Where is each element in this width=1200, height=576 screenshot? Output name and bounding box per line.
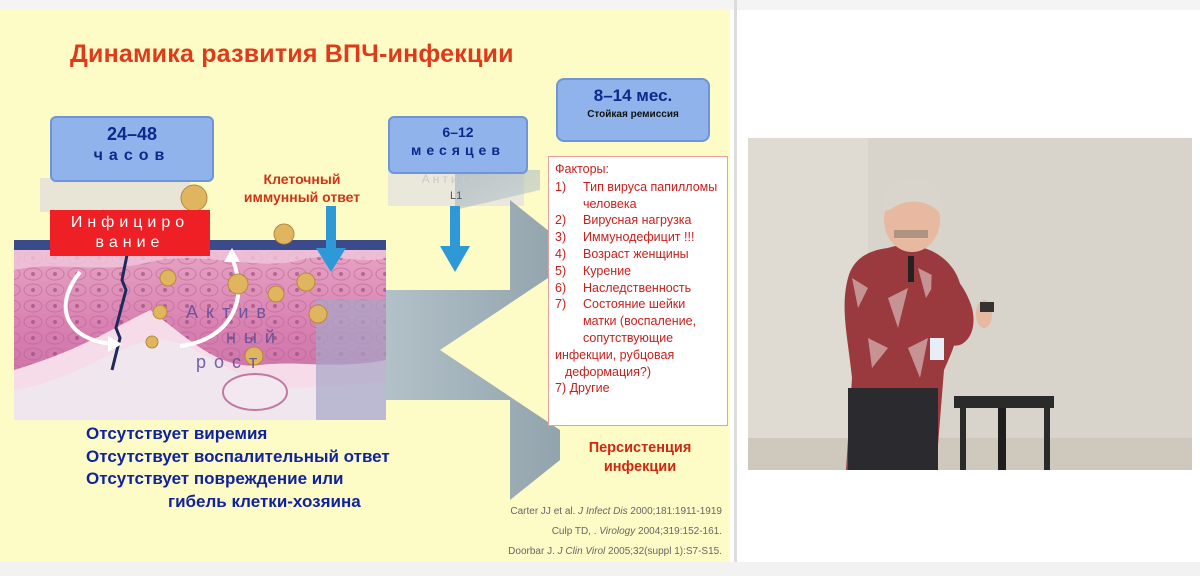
reference-item: Doorbar J. J Clin Virol 2005;32(suppl 1)… xyxy=(508,546,722,557)
speaker-image xyxy=(748,138,1192,470)
factor-item: 7)Состояние шейки матки (воспаление, соп… xyxy=(555,297,697,345)
reference-item: Carter JJ et al. J Infect Dis 2000;181:1… xyxy=(510,506,722,517)
persistence-line2: инфекции xyxy=(603,459,677,475)
factor-item: 6)Наследственность xyxy=(555,280,692,295)
slide-title: Динамика развития ВПЧ-инфекции xyxy=(70,40,514,68)
panel-divider[interactable] xyxy=(734,0,737,576)
timeframe-6-12-months: 6–12 месяцев xyxy=(388,116,528,174)
active-growth-line2: ный xyxy=(226,327,283,347)
factor-item: 5)Курение xyxy=(555,263,632,278)
infection-label-line2: вание xyxy=(95,234,165,251)
references: Carter JJ et al. J Infect Dis 2000;181:1… xyxy=(490,502,722,562)
factors-header: Факторы: xyxy=(555,162,610,176)
statement-cell-death: гибель клетки-хозяина xyxy=(168,491,361,511)
factor-item: 1)Тип вируса папилломы человека xyxy=(555,179,718,211)
progression-arrows xyxy=(300,200,560,500)
statement-inflammation: Отсутствует воспалительный ответ xyxy=(86,446,390,466)
antibodies-label: Антител xyxy=(421,172,489,186)
cell-immune-response-label: Клеточный иммунный ответ xyxy=(232,170,372,206)
factor-item: 2)Вирусная нагрузка xyxy=(555,213,692,228)
timeframe-value: 24–48 xyxy=(106,124,158,144)
active-growth-line3: рост xyxy=(196,352,266,372)
timeframe-unit: часов xyxy=(93,147,171,164)
reference-item: Culp TD, . Virology 2004;319:152-161. xyxy=(551,526,722,537)
timeframe-unit: месяцев xyxy=(411,142,505,158)
timeframe-8-14-months: 8–14 мес. Стойкая ремиссия xyxy=(556,78,710,142)
factor-item-continued: деформация?) xyxy=(565,364,652,379)
active-growth-line1: Актив xyxy=(186,302,274,322)
speaker-video[interactable] xyxy=(748,138,1192,470)
remission-label: Стойкая ремиссия xyxy=(587,109,679,120)
l1-label: L1 xyxy=(450,190,463,202)
persistence-label: Персистенция инфекции xyxy=(560,439,720,477)
top-strip xyxy=(0,0,1200,10)
statement-damage: Отсутствует повреждение или xyxy=(86,469,344,488)
blue-down-arrows xyxy=(316,206,470,272)
factor-item: 3)Иммунодефицит !!! xyxy=(555,230,695,245)
factor-item: 4)Возраст женщины xyxy=(555,246,689,261)
presentation-slide: Динамика развития ВПЧ-инфекции 24–48 час… xyxy=(0,10,730,562)
statement-viremia: Отсутствует виремия xyxy=(86,424,268,443)
active-growth-label: Актив ный рост xyxy=(168,300,283,375)
cell-response-line1: Клеточный xyxy=(263,171,341,187)
factor-item-continued: инфекции, рубцовая xyxy=(555,347,675,362)
absence-statements: Отсутствует виремия Отсутствует воспалит… xyxy=(86,423,390,513)
factor-item-other: 7) Другие xyxy=(555,381,610,396)
skin-illustration xyxy=(14,160,560,500)
timeframe-value: 6–12 xyxy=(442,124,474,140)
risk-factors-box: Факторы: 1)Тип вируса папилломы человека… xyxy=(548,156,728,426)
persistence-line1: Персистенция xyxy=(588,440,692,456)
timeframe-24-48-hours: 24–48 часов xyxy=(50,116,214,182)
timeframe-value: 8–14 мес. xyxy=(593,86,673,105)
cell-response-line2: иммунный ответ xyxy=(243,189,361,205)
infection-label-line1: Инфициро xyxy=(70,214,190,231)
bottom-strip xyxy=(0,562,1200,576)
upper-layer xyxy=(40,178,190,212)
infection-label: Инфициро вание xyxy=(50,210,210,256)
